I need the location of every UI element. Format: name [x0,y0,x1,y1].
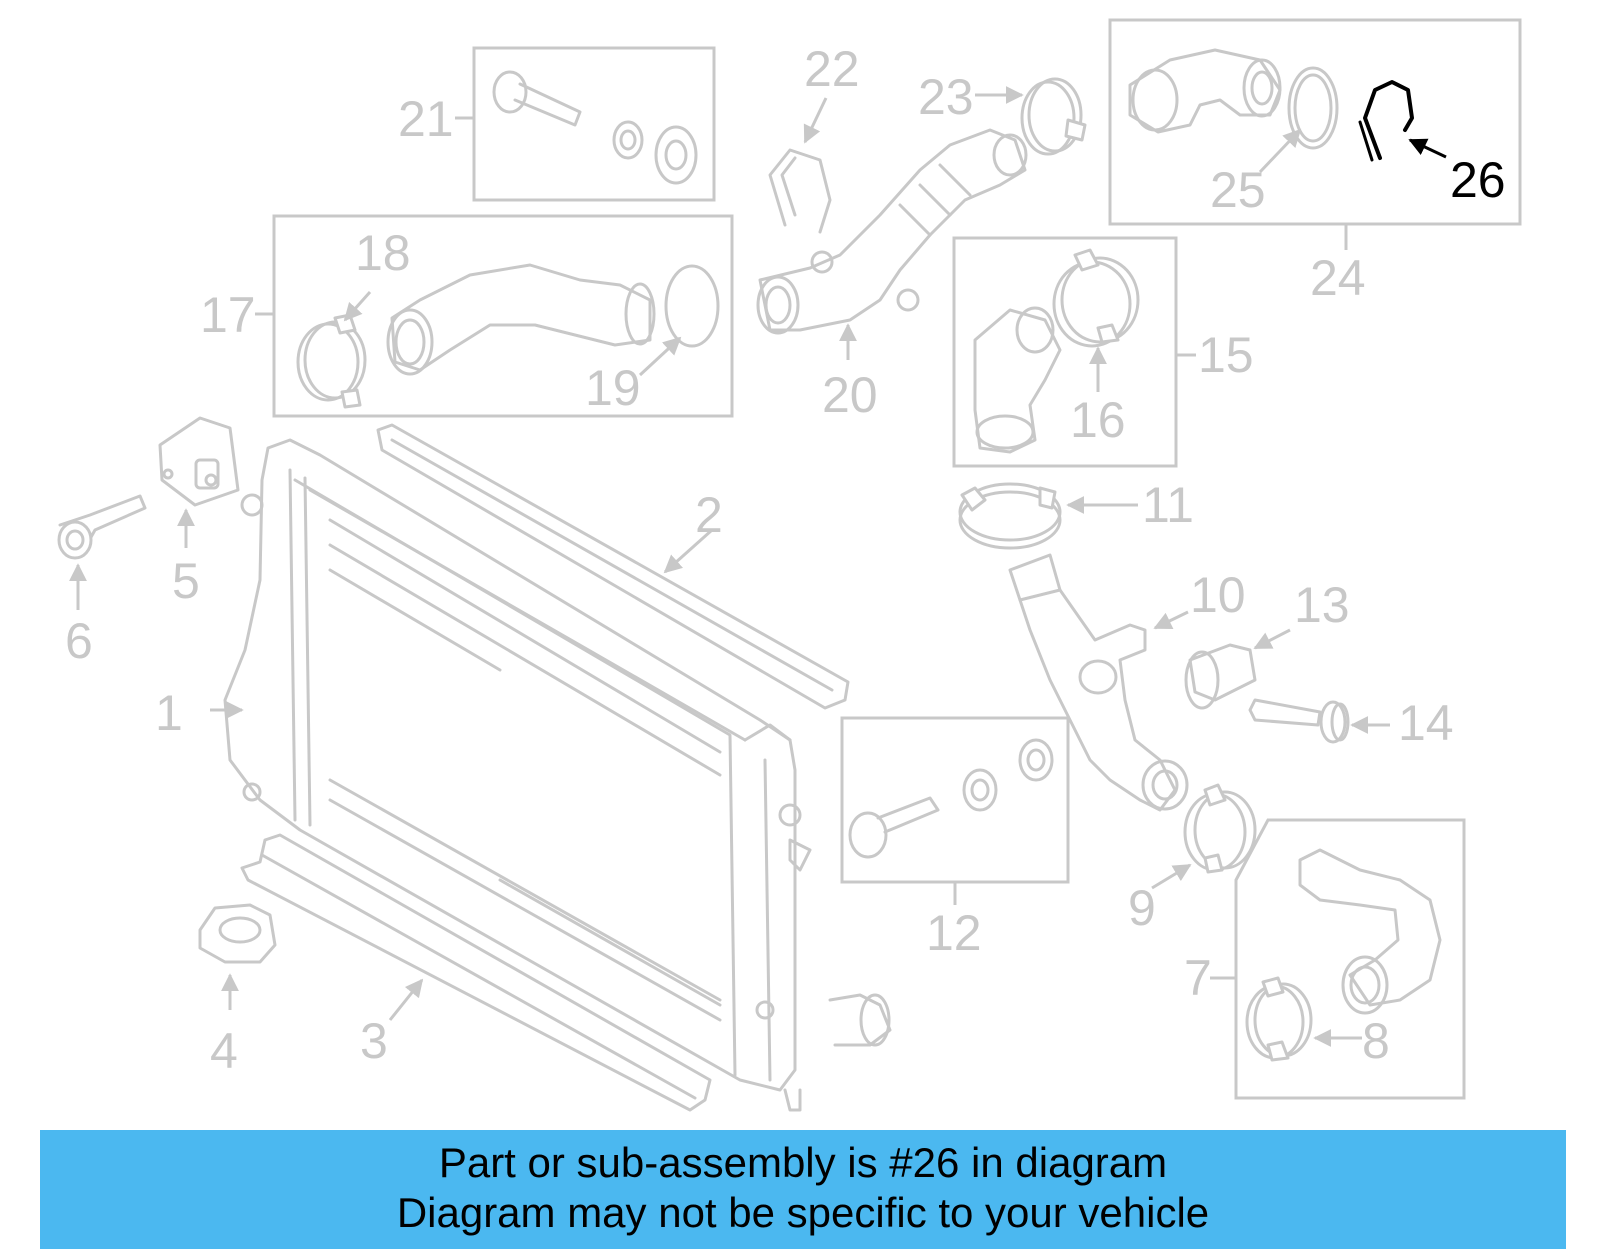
part-10-pipe [1008,553,1189,812]
callout-1: 1 [155,685,183,741]
part-16-clamp [1052,248,1140,348]
callout-3: 3 [360,1013,388,1069]
callout-26: 26 [1450,152,1506,208]
callout-4: 4 [210,1023,238,1079]
part-26-clip [1358,80,1414,162]
part-15-elbow [973,306,1062,454]
callout-11: 11 [1142,477,1194,533]
callout-22: 22 [804,41,860,97]
part-6-bolt [57,494,147,560]
part-8-clamp [1245,976,1313,1062]
part-1-intercooler [223,438,892,1112]
callout-2: 2 [695,487,723,543]
callout-17: 17 [200,287,256,343]
part-22-clip [768,148,832,234]
part-7-hose [1298,848,1442,1015]
callout-9: 9 [1128,880,1156,936]
banner-line-part: Part or sub-assembly is #26 in diagram [438,1139,1168,1186]
part-24-elbow [1128,48,1282,134]
callout-7: 7 [1184,950,1212,1006]
banner-line-disclaimer: Diagram may not be specific to your vehi… [396,1189,1210,1236]
info-banner: Part or sub-assembly is #26 in diagram D… [40,1130,1566,1249]
callout-23: 23 [918,69,974,125]
callout-8: 8 [1362,1013,1390,1069]
callout-20: 20 [822,367,878,423]
callout-14: 14 [1398,695,1454,751]
callout-15: 15 [1198,327,1254,383]
box-21 [472,46,716,202]
callout-16: 16 [1070,392,1126,448]
part-5-bracket [158,416,240,507]
box-17 [272,214,734,418]
leaders [69,86,1447,1047]
part-11-clamp [958,482,1062,550]
callout-12: 12 [926,905,982,961]
box-7 [1234,818,1466,1100]
callout-24: 24 [1310,250,1366,306]
part-17-hose [386,263,656,376]
callout-19: 19 [585,360,641,416]
part-18-clamp [296,313,367,409]
part-14-bolt [1248,698,1350,744]
part-13-sensor [1184,643,1257,710]
callouts: 1 2 3 4 5 6 7 8 9 10 11 12 13 14 15 16 1… [65,41,1506,1079]
callout-25: 25 [1210,162,1266,218]
part-19-oring [664,264,720,348]
part-20-pipe [756,128,1028,335]
callout-10: 10 [1190,567,1246,623]
part-12-hardware [848,738,1054,859]
part-25-oring [1287,66,1339,150]
part-2-upper-rail [376,423,850,710]
part-4-grommet [198,903,277,964]
part-21-hardware [492,70,698,185]
callout-13: 13 [1294,577,1350,633]
part-3-lower-rail [240,833,712,1112]
part-9-clamp [1183,783,1257,874]
callout-5: 5 [172,553,200,609]
callout-6: 6 [65,613,93,669]
part-23-clamp [1020,77,1087,156]
callout-21: 21 [398,91,454,147]
callout-18: 18 [355,225,411,281]
box-15 [952,236,1178,468]
box-24 [1108,18,1522,226]
